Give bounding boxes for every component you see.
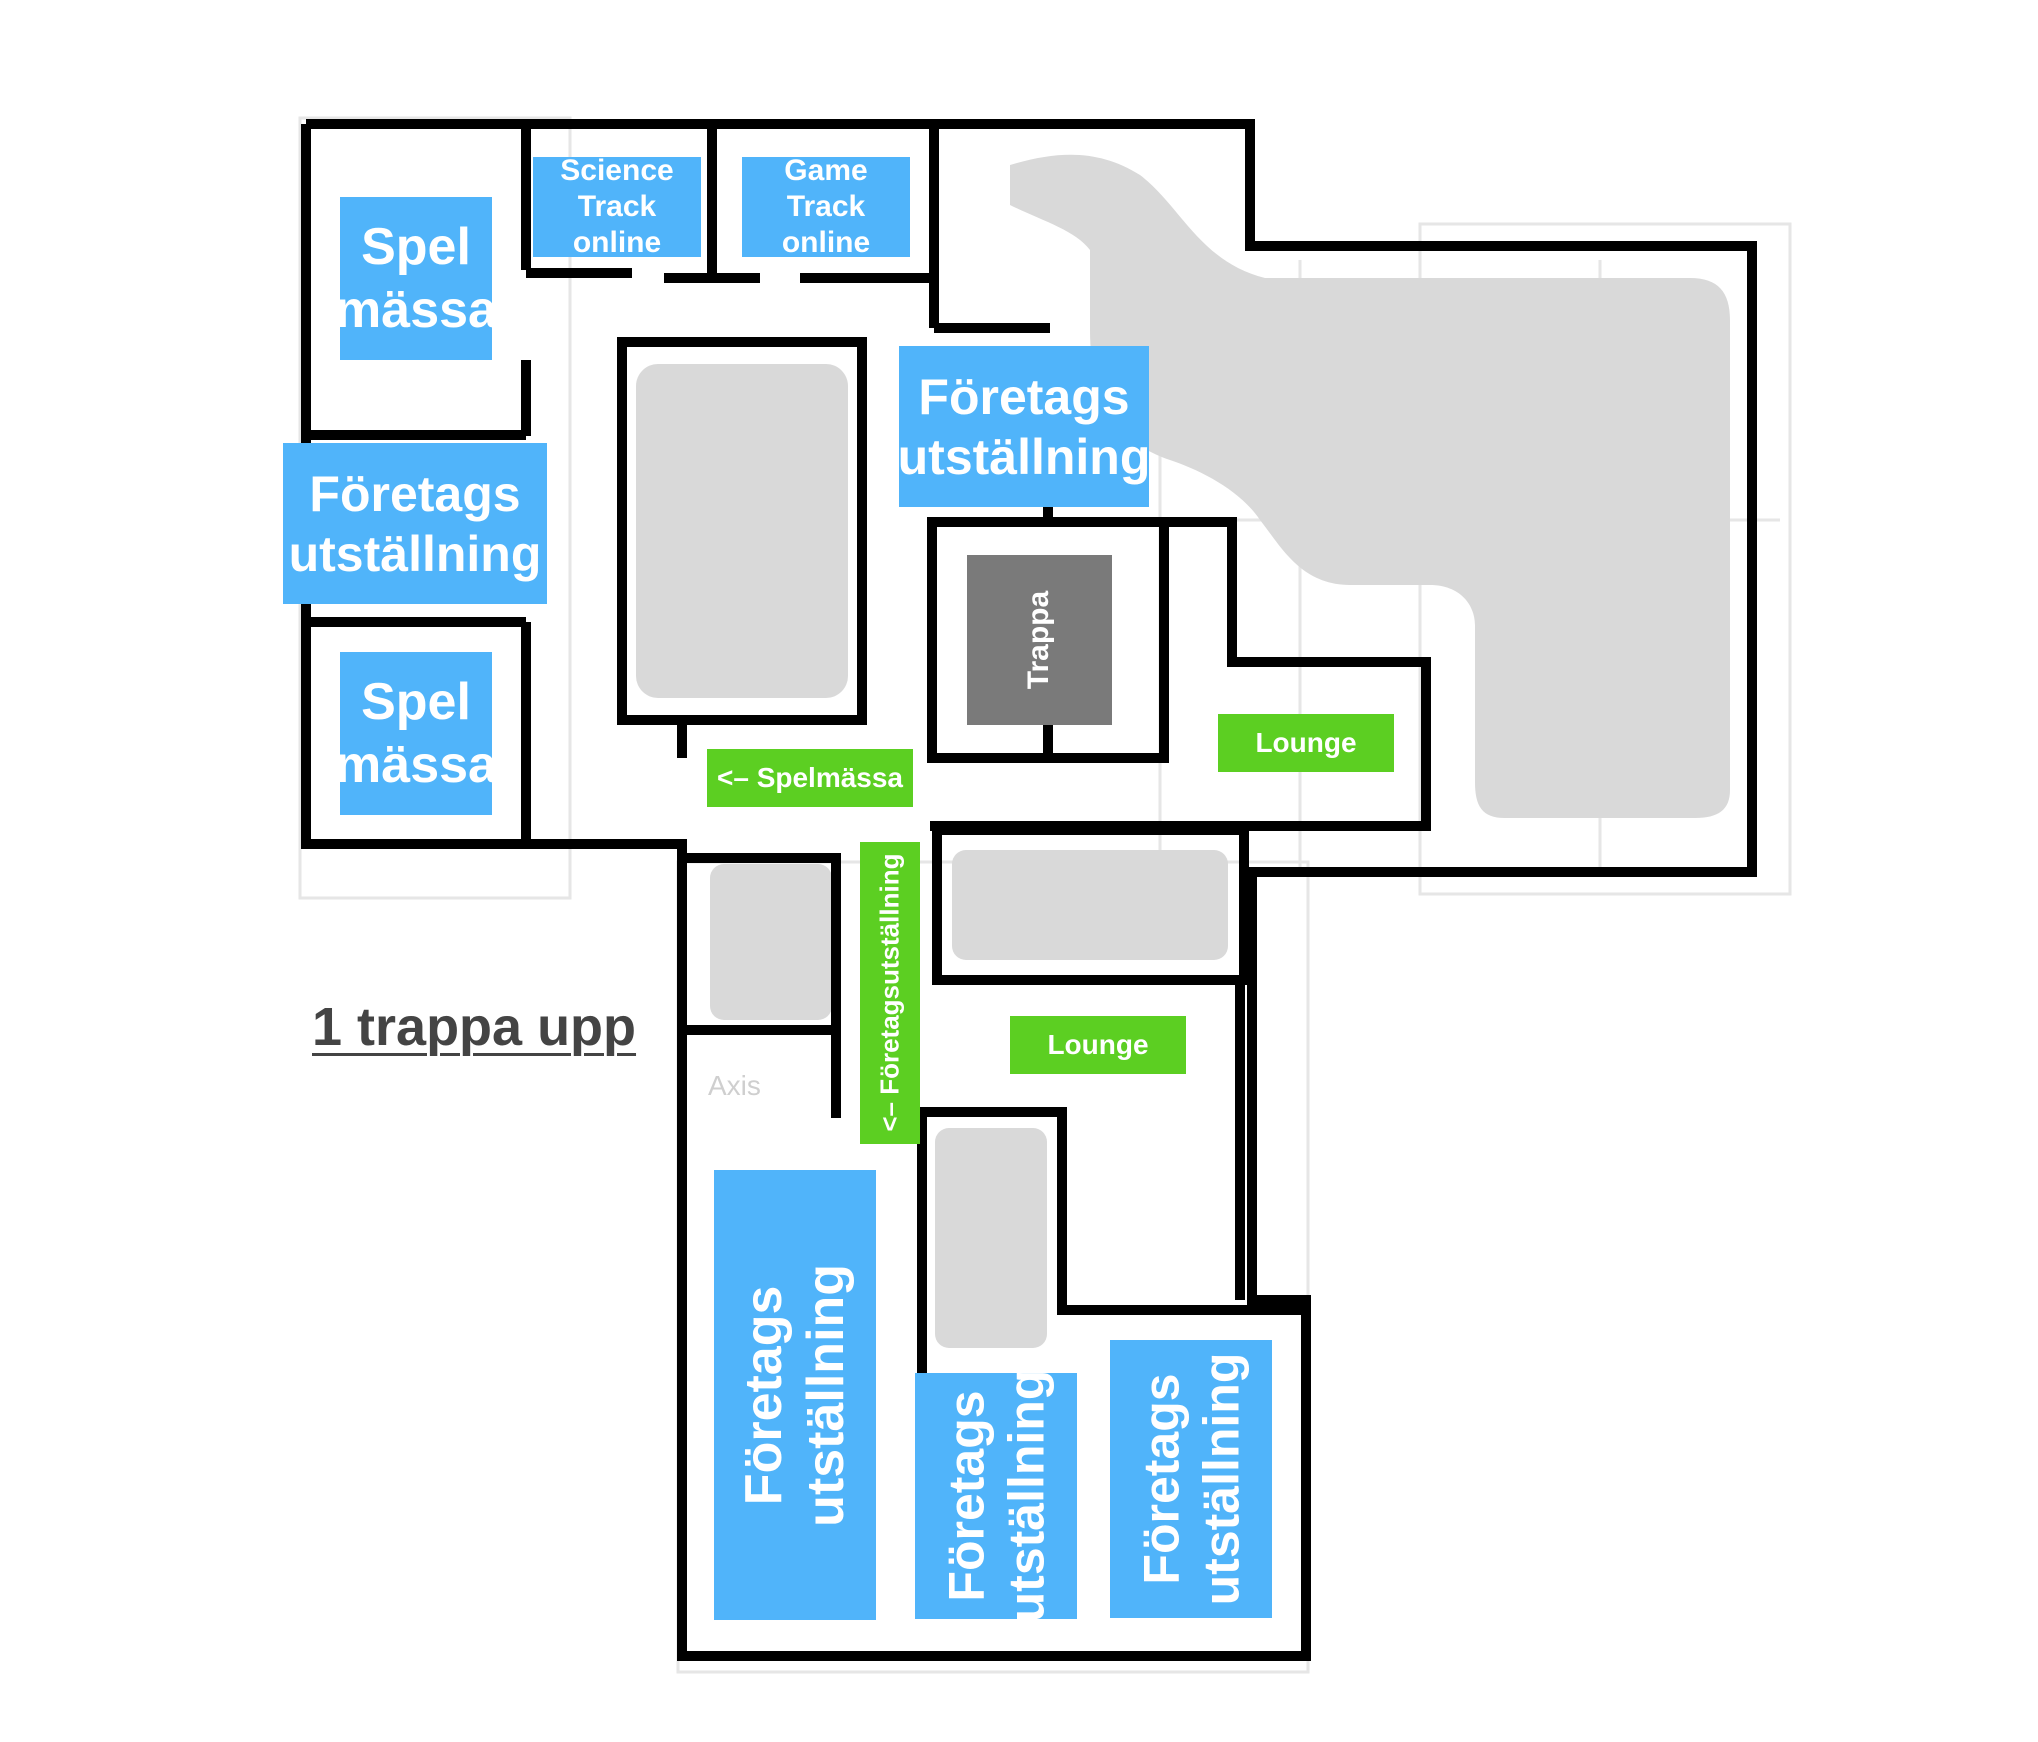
room-foretags-bottom-3: Företags utställning — [1110, 1340, 1272, 1618]
sign-to-spelmassa-label: <– Spelmässa — [716, 762, 904, 794]
room-spelmassa-top: Spel mässa — [335, 197, 497, 360]
sign-to-foretagsutstallning-label: <– Företagsutställning — [874, 853, 905, 1133]
room-game-track-label: Game Track online — [781, 154, 871, 259]
floor-title: 1 trappa upp — [312, 997, 637, 1057]
outer-wall-north — [301, 119, 1757, 1661]
sign-lounge-upper-label: Lounge — [1255, 727, 1357, 759]
bathroom-block — [952, 850, 1228, 960]
sign-lounge-lower-label: Lounge — [1047, 1029, 1149, 1061]
room-spelmassa-top-label: Spel mässa — [335, 218, 497, 339]
open-atrium-shape — [1010, 154, 1730, 818]
shaded-areas — [636, 154, 1730, 1348]
room-foretags-center-label: Företags utställning — [897, 368, 1151, 485]
room-trappa: Trappa — [967, 555, 1112, 725]
room-spelmassa-bottom: Spel mässa — [335, 652, 497, 815]
room-foretags-bottom-1-label: Företags utställning — [734, 1263, 856, 1527]
room-spelmassa-bottom-label: Spel mässa — [335, 673, 497, 794]
room-foretags-bottom-2: Företags utställning — [915, 1370, 1077, 1622]
room-science-track: Science Track online — [533, 154, 701, 259]
storage-left — [710, 864, 832, 1020]
room-foretags-left: Företags utställning — [283, 443, 547, 604]
room-foretags-bottom-1: Företags utställning — [714, 1170, 876, 1620]
room-foretags-bottom-3-label: Företags utställning — [1133, 1352, 1249, 1606]
sign-lounge-upper: Lounge — [1218, 714, 1394, 772]
sign-to-foretagsutstallning: <– Företagsutställning — [860, 842, 920, 1144]
room-game-track: Game Track online — [742, 154, 910, 259]
room-trappa-label: Trappa — [1022, 590, 1056, 690]
background-label-axis: Axis — [708, 1070, 761, 1101]
room-foretags-left-label: Företags utställning — [288, 465, 542, 582]
elevator-shaft — [636, 364, 848, 698]
sign-lounge-lower: Lounge — [1010, 1016, 1186, 1074]
room-foretags-bottom-2-label: Företags utställning — [938, 1369, 1054, 1623]
walls — [301, 119, 1757, 1661]
sign-to-spelmassa: <– Spelmässa — [707, 749, 913, 807]
stair-lower — [935, 1128, 1047, 1348]
room-foretags-center: Företags utställning — [897, 346, 1151, 507]
room-science-track-label: Science Track online — [560, 154, 674, 259]
